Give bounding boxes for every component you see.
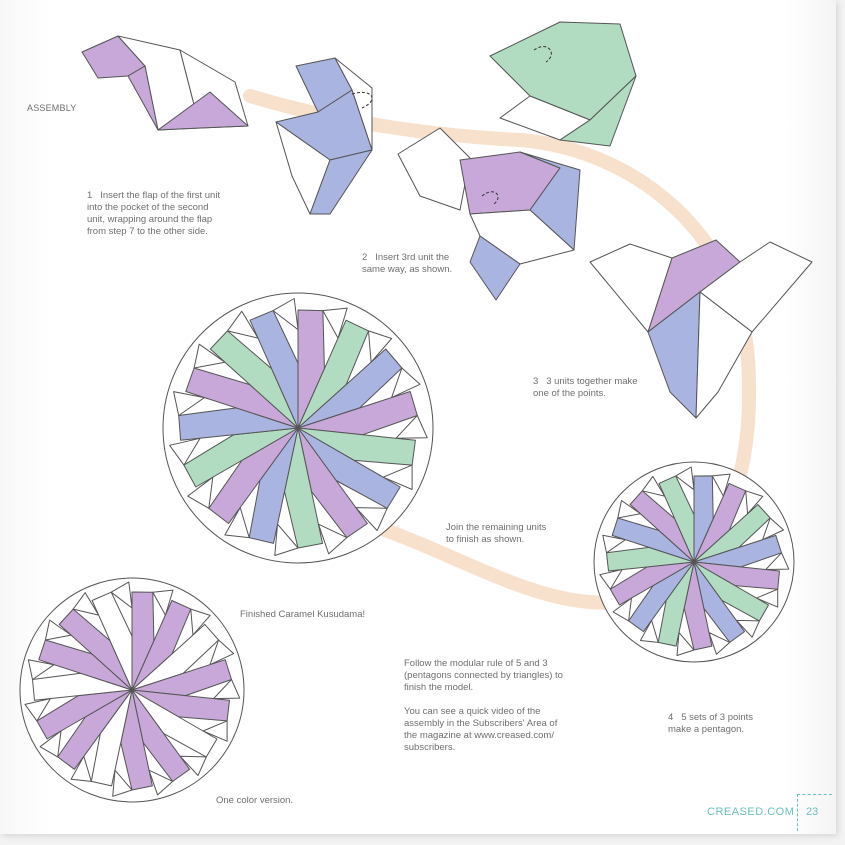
kusudama-fold: [272, 298, 299, 331]
finished-kusudama: [162, 292, 434, 564]
kusudama-fold: [213, 679, 241, 700]
kusudama-fold: [745, 490, 764, 515]
kusudama-fold: [756, 588, 779, 608]
kusudama-fold: [318, 523, 348, 555]
step-1-text: Insert the flap of the first unit into t…: [87, 190, 221, 237]
kusudama-fold: [735, 619, 760, 638]
kusudama-fold: [765, 552, 790, 570]
step-3-number: 3: [533, 376, 539, 387]
kusudama-fold: [148, 769, 174, 796]
kusudama-fold: [187, 476, 214, 509]
step-1-caption: 1 Insert the flap of the first unit into…: [87, 178, 220, 238]
kusudama-fold: [368, 330, 393, 363]
kusudama-fold: [762, 517, 784, 541]
rotation-arrow-3: [481, 191, 499, 205]
step-4-caption: 4 5 sets of 3 points make a pentagon.: [668, 700, 753, 736]
step-4-number: 4: [668, 712, 674, 723]
kusudama-fold: [274, 523, 299, 556]
step-3-caption: 3 3 units together make one of the point…: [533, 364, 638, 400]
kusudama-fold: [112, 769, 133, 797]
assembly-illustration: [19, 21, 813, 803]
video-text: You can see a quick video of the assembl…: [404, 706, 558, 753]
kusudama-fold: [70, 755, 92, 782]
step3-point: [589, 239, 813, 419]
kusudama-fold: [355, 507, 388, 532]
modular-rule-text: Follow the modular rule of 5 and 3 (pent…: [404, 658, 563, 693]
kusudama-fold: [602, 534, 626, 554]
rotation-arrow-2: [533, 46, 552, 63]
join-text: Join the remaining units to finish as sh…: [446, 522, 547, 545]
kusudama-fold: [391, 367, 421, 399]
step2-units: [397, 21, 637, 301]
kusudama-fold: [179, 755, 207, 776]
kusudama-fold: [708, 632, 731, 655]
kusudama-fold: [224, 507, 250, 539]
kusudama-fold: [24, 698, 51, 722]
kusudama-fold: [209, 639, 235, 666]
kusudama-fold: [169, 437, 201, 466]
kusudama-fold: [44, 619, 72, 641]
one-color-kusudama: [19, 577, 245, 803]
magazine-page: ASSEMBLY 1 Insert the flap of the first …: [0, 0, 836, 834]
page-number-box: [797, 794, 832, 831]
one-color-caption: One color version.: [216, 795, 294, 806]
rotation-arrow-1: [351, 92, 373, 109]
step-1-number: 1: [87, 190, 93, 201]
kusudama-fold: [617, 500, 641, 519]
step-3-text: 3 units together make one of the points.: [533, 376, 638, 399]
kusudama-fold: [72, 592, 100, 616]
kusudama-fold: [173, 391, 205, 416]
kusudama-fold: [395, 415, 428, 439]
step-2-text: Insert 3rd unit the same way, as shown.: [362, 252, 453, 275]
kusudama-fold: [612, 597, 632, 622]
kusudama-fold: [382, 464, 413, 490]
kusudama-fold: [152, 589, 174, 616]
step4-pentagon: [593, 461, 795, 663]
step-4-text: 5 sets of 3 points make a pentagon.: [668, 712, 754, 735]
kusudama-fold: [190, 608, 211, 636]
footer-site-link[interactable]: CREASED.COM: [707, 806, 795, 818]
kusudama-fold: [676, 632, 695, 656]
step-2-caption: 2 Insert 3rd unit the same way, as shown…: [362, 240, 452, 276]
section-heading: ASSEMBLY: [27, 103, 77, 113]
page-number: 23: [806, 806, 819, 818]
kusudama-fold: [193, 343, 226, 369]
finished-caption: Finished Caramel Kusudama!: [240, 609, 366, 620]
kusudama-fold: [599, 569, 623, 590]
kusudama-fold: [202, 720, 228, 742]
step-2-number: 2: [362, 252, 368, 263]
kusudama-fold: [641, 475, 666, 497]
kusudama-fold: [711, 473, 731, 497]
kusudama-fold: [39, 730, 62, 758]
step1-unit-b: [275, 57, 373, 215]
kusudama-fold: [110, 581, 133, 609]
step1-unit-a: [81, 35, 249, 131]
kusudama-fold: [675, 466, 695, 491]
kusudama-fold: [322, 307, 348, 339]
kusudama-fold: [227, 310, 259, 339]
kusudama-fold: [27, 659, 55, 680]
kusudama-fold: [639, 619, 659, 643]
